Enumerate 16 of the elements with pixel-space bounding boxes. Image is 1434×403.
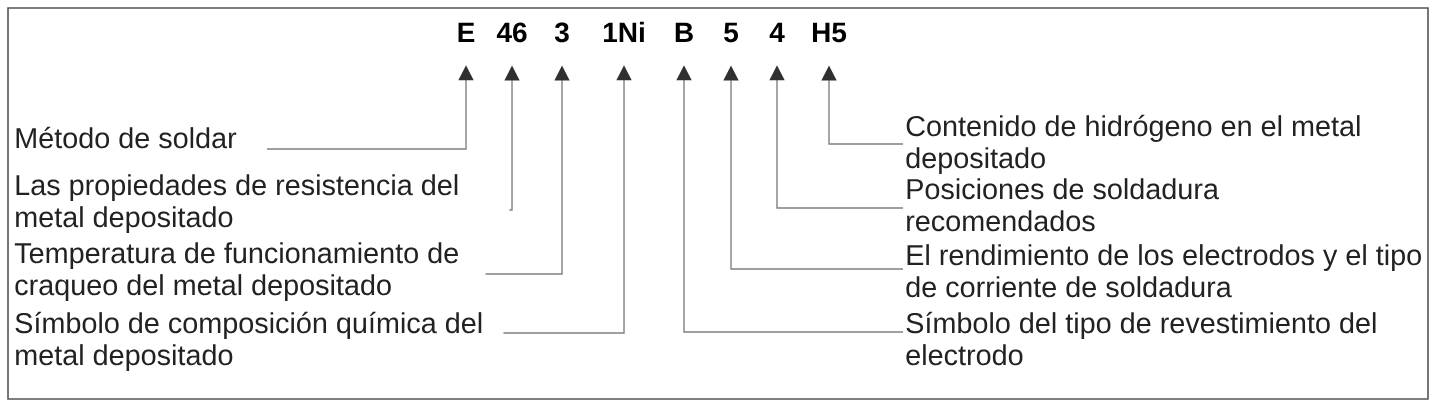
code-symbol: 46 bbox=[496, 22, 527, 43]
description-text: Símbolo del tipo de revestimiento del electrodo bbox=[906, 311, 1376, 366]
description-text: Temperatura de funcionamiento de craqueo del metal depositado bbox=[14, 242, 458, 301]
description-text: Posiciones de soldadura recomendados bbox=[907, 178, 1219, 232]
description-text: Símbolo de composición química del metal depositado bbox=[15, 311, 482, 371]
code-symbol: H5 bbox=[813, 22, 847, 43]
code-symbol: 4 bbox=[769, 22, 785, 42]
description-text: Contenido de hidrógeno en el metal depositado bbox=[906, 114, 1360, 174]
code-symbol: 5 bbox=[724, 22, 738, 43]
description-text: Las propiedades de resistencia del metal depositado bbox=[16, 174, 458, 233]
code-symbol: E bbox=[458, 22, 475, 42]
code-symbol: 1Ni bbox=[604, 21, 644, 42]
description-text: El rendimiento de los electrodos y el tipo de corriente de soldadura bbox=[906, 244, 1421, 298]
code-symbol: B bbox=[675, 22, 693, 42]
description-text: Método de soldar bbox=[16, 126, 237, 149]
code-symbol: 3 bbox=[554, 22, 569, 43]
